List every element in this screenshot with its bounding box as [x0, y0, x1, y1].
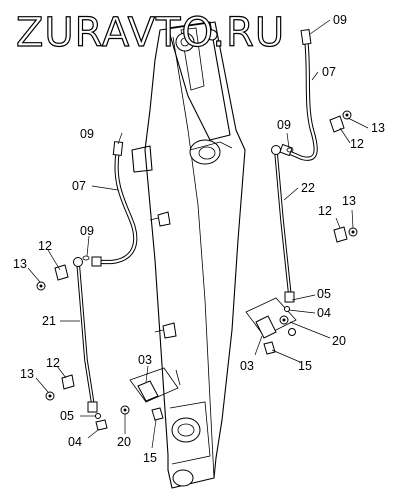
- callout-09-right: 09: [277, 118, 291, 132]
- callout-20-left: 20: [117, 435, 131, 449]
- clamp-left: [36, 264, 69, 291]
- foot-pin-boss: [171, 417, 201, 443]
- callout-13-mid-right: 13: [342, 194, 356, 208]
- callout-labels: 09 07 13 12 09 22 12 13 05 04 20 03 15 0…: [13, 13, 385, 465]
- callout-13-lower-left: 13: [20, 367, 34, 381]
- callout-20-right: 20: [332, 334, 346, 348]
- callout-07-left: 07: [72, 179, 86, 193]
- clamp-upper-right: [329, 110, 352, 133]
- callout-12-lower-left: 12: [46, 356, 60, 370]
- callout-03-left: 03: [138, 353, 152, 367]
- mid-pin-boss: [189, 139, 221, 165]
- hose-07-left: [91, 141, 138, 267]
- leader-lines: [27, 19, 369, 449]
- o-ring-09-b: [286, 147, 294, 153]
- callout-07-right: 07: [322, 65, 336, 79]
- callout-04-left: 04: [68, 435, 82, 449]
- callout-21: 21: [42, 314, 56, 328]
- callout-13-left: 13: [13, 257, 27, 271]
- callout-22: 22: [301, 181, 315, 195]
- callout-12-mid-right: 12: [318, 204, 332, 218]
- callout-13-upper-right: 13: [371, 121, 385, 135]
- callout-09-left: 09: [80, 224, 94, 238]
- boom-arm: [131, 21, 246, 489]
- o-ring-09-d: [82, 255, 90, 261]
- clamp-lower-left: [45, 374, 75, 401]
- callout-03-right: 03: [240, 359, 254, 373]
- top-pin-boss-left: [175, 32, 195, 52]
- hose-07-right: [279, 28, 318, 161]
- bracket-assembly-right: [245, 297, 297, 355]
- top-pin-boss-right: [206, 29, 218, 41]
- callout-15-right: 15: [298, 359, 312, 373]
- callout-04-right: 04: [317, 306, 331, 320]
- callout-12-upper-right: 12: [350, 137, 364, 151]
- callout-09-left-top: 09: [80, 127, 94, 141]
- callout-09-top-right: 09: [333, 13, 347, 27]
- watermark: ZURAVTO.RU: [16, 10, 285, 56]
- callout-05-left: 05: [60, 409, 74, 423]
- callout-12-left: 12: [38, 239, 52, 253]
- pipe-21: [73, 257, 98, 413]
- callout-05-right: 05: [317, 287, 331, 301]
- bracket-assembly-left: [95, 367, 179, 431]
- callout-15-left: 15: [143, 451, 157, 465]
- pipe-22: [271, 145, 295, 303]
- foot-pin-boss-bottom: [172, 469, 194, 487]
- clamp-mid-right: [333, 226, 358, 243]
